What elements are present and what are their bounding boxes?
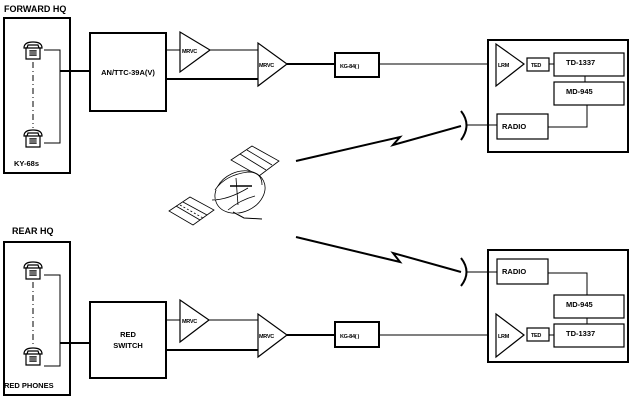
- forward-hq-section: FORWARD HQ KY-68s AN/TTC-39A(V) MRVC MRV…: [3, 4, 629, 174]
- mrvc-label: MRVC: [182, 319, 197, 325]
- lrm-label: LRM: [498, 63, 510, 69]
- lrm-amplifier: [495, 42, 526, 88]
- kg84-label: KG-84( ): [340, 64, 359, 70]
- lrm-label: LRM: [498, 334, 510, 340]
- satellite-icon: [168, 145, 280, 226]
- phone-icon: [23, 261, 43, 280]
- mrvc-label: MRVC: [259, 63, 274, 69]
- phone-icon: [23, 41, 43, 60]
- radio-label: RADIO: [502, 267, 526, 276]
- switch-label: SWITCH: [113, 341, 143, 350]
- radio-label: RADIO: [502, 122, 526, 131]
- mrvc-label: MRVC: [182, 49, 197, 55]
- lrm-amplifier: [495, 312, 525, 359]
- kg84-crypto-box: [334, 52, 380, 78]
- forward-hq-label: FORWARD HQ: [4, 4, 66, 14]
- mrvc-large-amplifier: [257, 41, 289, 88]
- rear-hq-label: REAR HQ: [12, 226, 54, 236]
- satellite-uplink-forward: [295, 125, 462, 162]
- ted-label: TED: [531, 63, 541, 69]
- switch-label: AN/TTC-39A(V): [101, 68, 155, 77]
- rear-hq-section: REAR HQ RED PHONES RED SWITCH MRVC MRVC …: [3, 226, 629, 396]
- red-phones-label: RED PHONES: [4, 381, 54, 390]
- md-945-box: [553, 81, 625, 106]
- ted-label: TED: [531, 333, 541, 339]
- md-945-label: MD-945: [566, 300, 593, 309]
- phone-icon: [23, 347, 43, 366]
- td-1337-label: TD-1337: [566, 329, 595, 338]
- link-line: [548, 105, 588, 128]
- td-1337-label: TD-1337: [566, 58, 595, 67]
- antenna-dish-icon: [460, 257, 468, 287]
- td-1337-box: [553, 52, 625, 77]
- satellite-uplink-rear: [295, 236, 462, 273]
- phone-bus-line: [44, 274, 61, 367]
- antenna-dish-icon: [460, 110, 468, 141]
- md-945-box: [553, 294, 625, 319]
- red-switch-box: [89, 301, 167, 379]
- md-945-label: MD-945: [566, 87, 593, 96]
- ky68-label: KY-68s: [14, 159, 39, 168]
- mrvc-label: MRVC: [259, 334, 274, 340]
- mrvc-large-amplifier: [257, 312, 289, 359]
- link-line: [548, 272, 588, 295]
- phone-icon: [23, 129, 43, 148]
- mrvc-small-amplifier: [179, 298, 211, 344]
- an-ttc-39a-switch-box: [89, 32, 167, 112]
- kg84-label: KG-84( ): [340, 334, 359, 340]
- mrvc-small-amplifier: [179, 30, 212, 74]
- radio-box: [496, 113, 549, 140]
- switch-label: RED: [120, 330, 136, 339]
- phone-bus-line: [44, 49, 61, 144]
